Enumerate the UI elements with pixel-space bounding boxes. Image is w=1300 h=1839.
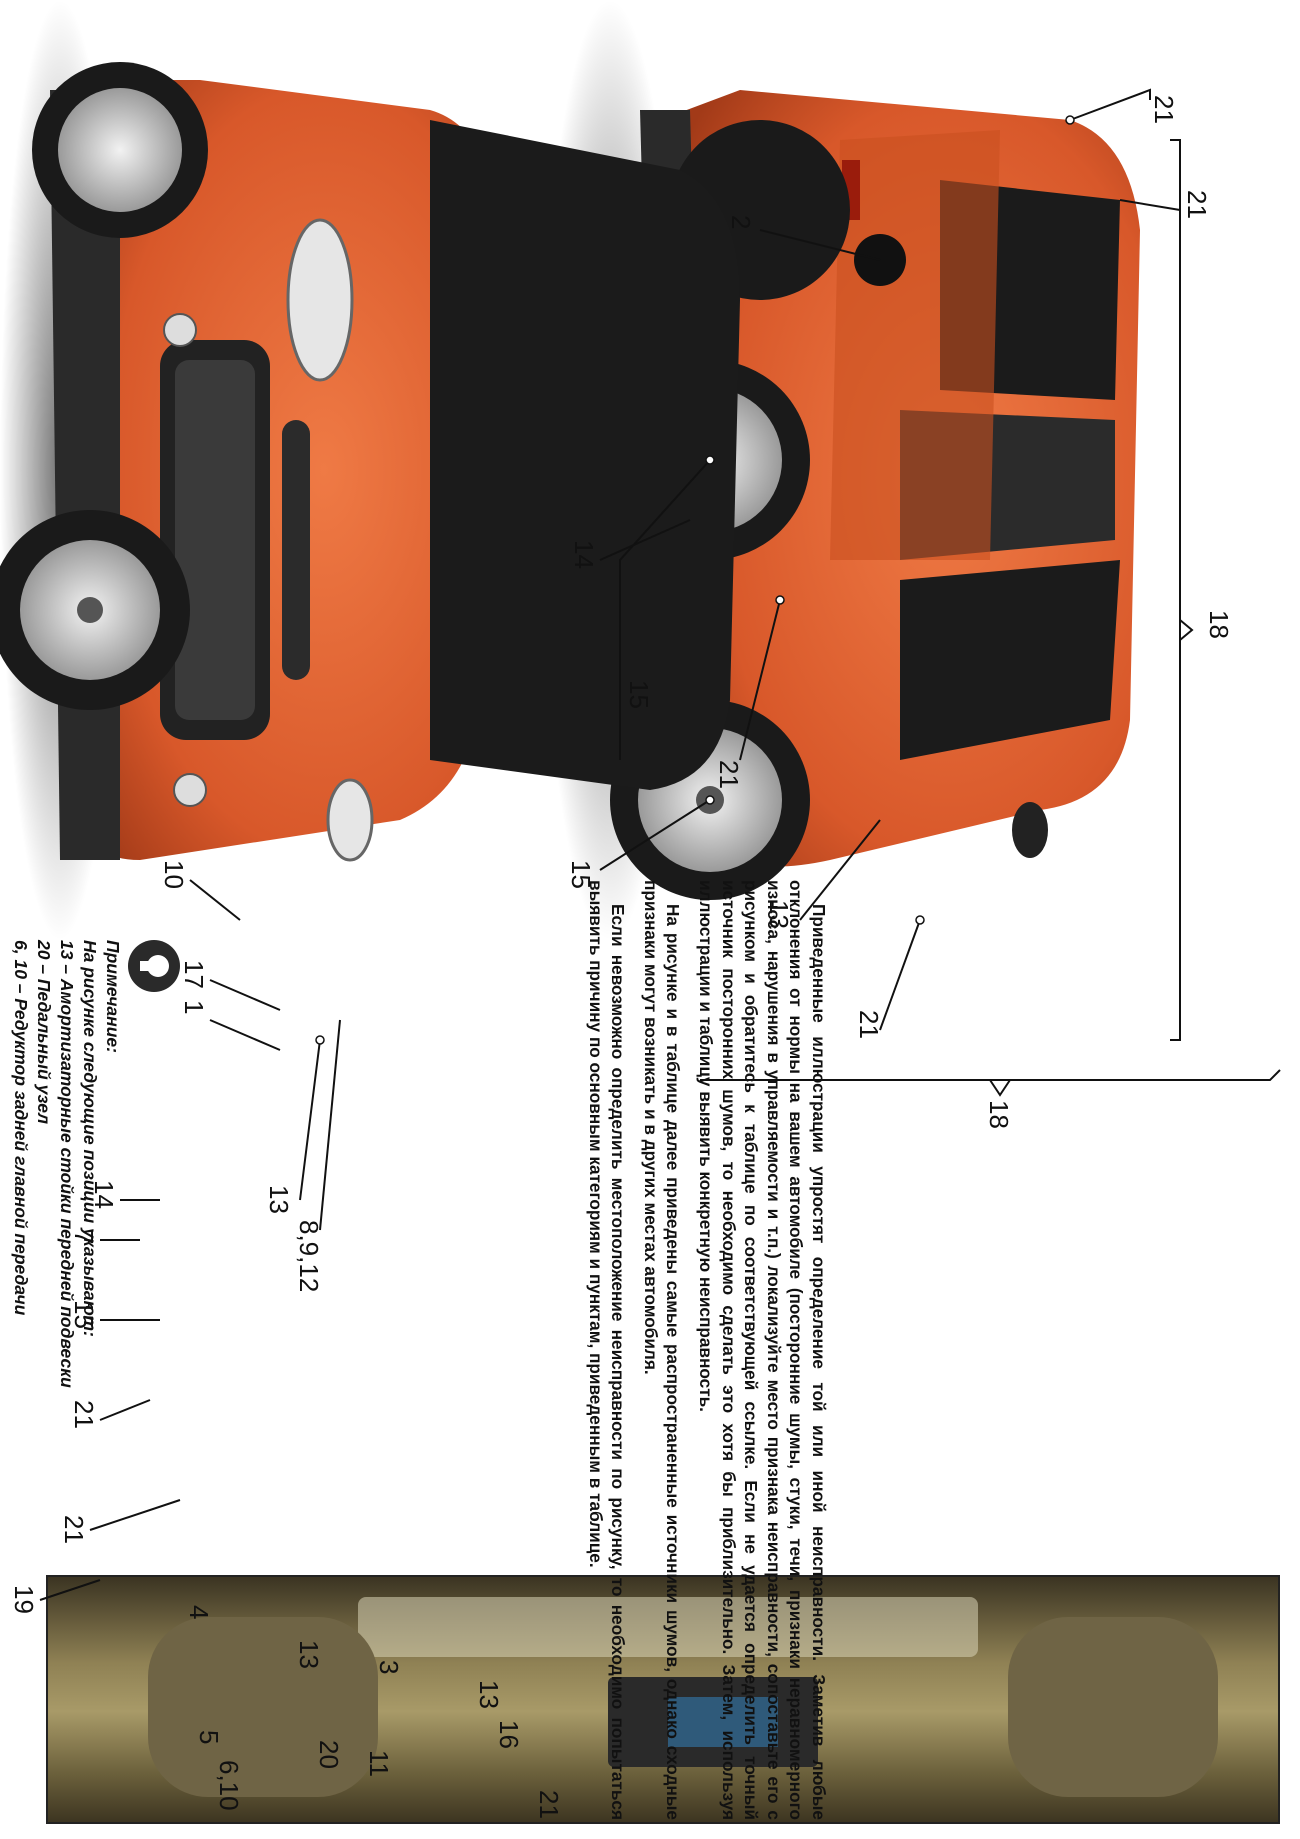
- interior-callout-4: 4: [184, 1605, 214, 1619]
- note-box: Примечание: На рисунке следующие позиции…: [11, 940, 180, 1640]
- paragraph-2: На рисунке и в таблице далее приведены с…: [640, 880, 684, 1820]
- front-callout-18: 18: [984, 1100, 1014, 1129]
- side-callout-21b: 21: [1182, 190, 1212, 219]
- front-callout-21b: 21: [69, 1400, 99, 1429]
- interior-callout-3: 3: [374, 1660, 404, 1674]
- front-callout-7: 7: [69, 1230, 99, 1244]
- side-callout-15b: 15: [566, 860, 596, 889]
- front-callout-17: 17: [179, 960, 209, 989]
- side-callout-21a: 21: [1149, 95, 1179, 124]
- paragraph-3: Если невозможно определить местоположени…: [585, 880, 629, 1820]
- side-callout-14: 14: [569, 540, 599, 569]
- paragraph-1: Приведенные иллюстрации упростят определ…: [696, 880, 829, 1820]
- note-intro: На рисунке следующие позиции указывают:: [80, 940, 100, 1337]
- side-callout-2: 2: [726, 215, 756, 229]
- lightbulb-icon: [128, 940, 180, 992]
- note-title: Примечание:: [103, 940, 123, 1053]
- interior-callout-21: 21: [534, 1790, 564, 1819]
- note-item: 13 – Амортизаторные стойки передней подв…: [57, 940, 77, 1388]
- front-callout-21a: 21: [854, 1010, 884, 1039]
- note-text: Примечание: На рисунке следующие позиции…: [9, 940, 124, 1388]
- interior-callout-13a: 13: [294, 1640, 324, 1669]
- front-callout-13: 13: [264, 1185, 294, 1214]
- front-callout-15: 15: [69, 1300, 99, 1329]
- side-callout-15a: 15: [624, 680, 654, 709]
- interior-callout-16: 16: [494, 1720, 524, 1749]
- note-item: 20 – Педальный узел: [34, 940, 54, 1125]
- front-callout-14: 14: [89, 1180, 119, 1209]
- front-callout-8-9-12: 8,9,12: [294, 1220, 324, 1292]
- interior-callout-20: 20: [314, 1740, 344, 1769]
- interior-callout-13b: 13: [474, 1680, 504, 1709]
- body-text: Приведенные иллюстрации упростят определ…: [430, 880, 830, 1820]
- interior-callout-11: 11: [364, 1750, 394, 1777]
- side-callout-21c: 21: [714, 760, 744, 789]
- front-callout-1: 1: [179, 1000, 209, 1014]
- interior-callout-6-10: 6,10: [214, 1760, 244, 1811]
- front-bracket-18: [700, 1069, 1281, 1097]
- interior-callout-5: 5: [194, 1730, 224, 1744]
- side-callout-13: 13: [764, 900, 794, 929]
- side-bracket-18: [1170, 139, 1194, 1041]
- side-callout-18: 18: [1204, 610, 1234, 639]
- car-side-rear-illustration: [540, 0, 1140, 940]
- front-callout-21c: 21: [59, 1515, 89, 1544]
- front-callout-10: 10: [159, 860, 189, 889]
- note-item: 6, 10 – Редуктор задней главной передачи: [11, 940, 31, 1316]
- car-front-illustration: [0, 0, 740, 940]
- front-callout-19: 19: [9, 1585, 39, 1614]
